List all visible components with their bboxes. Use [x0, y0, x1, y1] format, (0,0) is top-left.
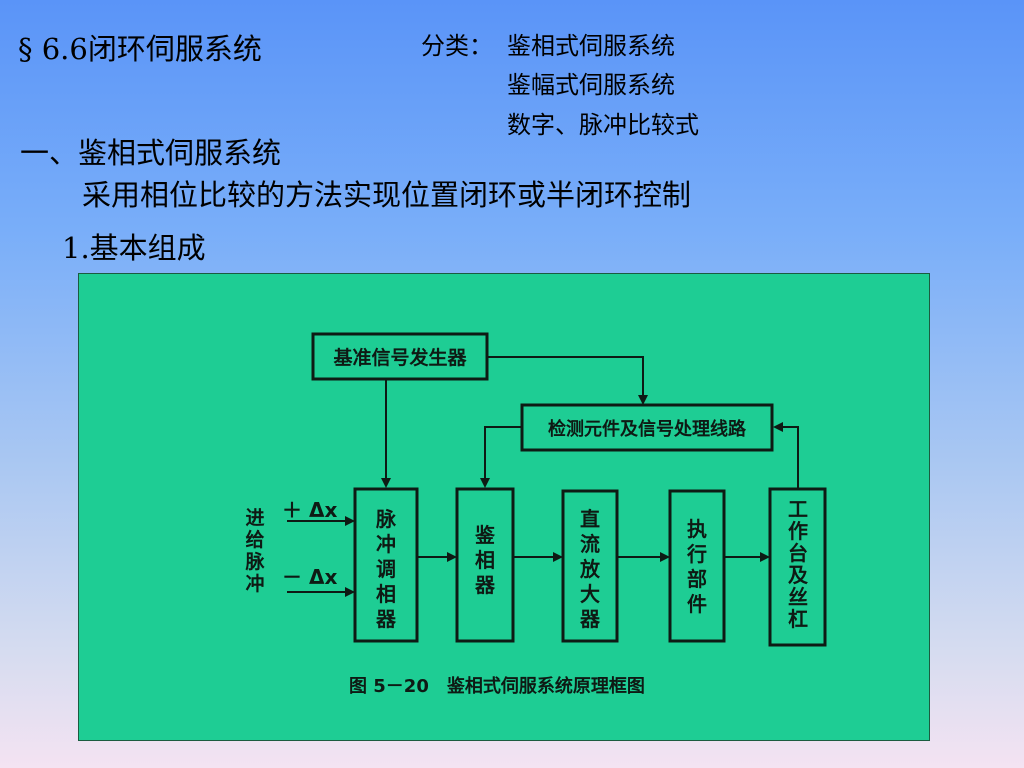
vertical-label-char: 丝: [788, 585, 808, 609]
phase-detector-label: 鉴相器: [474, 523, 496, 597]
slide-title: § 6.6闭环伺服系统: [18, 32, 262, 66]
vertical-label-char: 放: [579, 557, 601, 581]
section-heading: 一、鉴相式伺服系统: [20, 136, 282, 170]
table-to-detector-line: [781, 426, 799, 489]
block-diagram-panel: 基准信号发生器 检测元件及信号处理线路 脉冲调相器 鉴相器 直流放大器 执行部件…: [78, 273, 930, 741]
vertical-label-char: 工: [788, 497, 808, 521]
ref-to-detector-line: [487, 356, 644, 398]
vertical-label-char: 及: [788, 563, 809, 587]
diagram-caption: 图 5－20 鉴相式伺服系统原理框图: [349, 675, 645, 697]
vertical-label-char: 器: [579, 607, 601, 631]
actuator-block: [668, 489, 726, 643]
vertical-label-char: 脉: [244, 550, 265, 573]
phase-detector-block: [455, 487, 515, 643]
vertical-label-char: 部: [687, 567, 707, 591]
arrow-head: [773, 422, 783, 432]
vertical-label-char: 流: [580, 532, 600, 556]
vertical-label-char: 行: [686, 542, 707, 566]
vertical-label-char: 作: [788, 519, 808, 543]
arrow-head: [345, 587, 355, 597]
vertical-label-char: 相: [475, 548, 495, 572]
arrow-head: [345, 516, 355, 526]
arrow-head: [553, 552, 563, 562]
vertical-label-char: 直: [580, 507, 600, 531]
vertical-label-char: 大: [580, 582, 600, 606]
vertical-label-char: 冲: [245, 572, 264, 595]
arrow-head: [760, 552, 770, 562]
classification-label: 分类：: [421, 32, 493, 60]
reference-generator-label: 基准信号发生器: [332, 346, 467, 369]
detector-label: 检测元件及信号处理线路: [548, 418, 747, 440]
vertical-label-char: 相: [376, 582, 396, 606]
vertical-label-char: 鉴: [474, 523, 496, 547]
dc-amplifier-block: [561, 489, 619, 643]
classification-item: 数字、脉冲比较式: [507, 111, 699, 139]
vertical-label-char: 台: [788, 541, 808, 565]
plus-input-label: ＋ Δx: [282, 498, 337, 522]
section-description: 采用相位比较的方法实现位置闭环或半闭环控制: [82, 178, 692, 212]
vertical-label-char: 件: [687, 592, 707, 616]
vertical-label-char: 器: [474, 573, 496, 597]
arrow-head: [447, 552, 457, 562]
minus-input-label: － Δx: [282, 565, 337, 589]
vertical-label-char: 脉: [375, 507, 397, 531]
vertical-label-char: 给: [245, 528, 264, 551]
classification-item: 鉴相式伺服系统: [507, 32, 675, 60]
arrow-head: [638, 395, 648, 405]
arrow-head: [381, 478, 391, 488]
vertical-label-char: 执: [687, 517, 707, 541]
classification-item: 鉴幅式伺服系统: [507, 71, 675, 99]
pulse-phase-modulator-block: [353, 487, 419, 643]
vertical-label-char: 器: [375, 607, 397, 631]
vertical-label-char: 杠: [788, 607, 808, 631]
detector-to-phase-detector-line: [484, 426, 522, 479]
vertical-label-char: 进: [245, 507, 264, 529]
arrow-head: [480, 478, 490, 488]
vertical-label-char: 冲: [376, 532, 396, 556]
arrow-head: [660, 552, 670, 562]
vertical-label-char: 调: [376, 557, 396, 581]
sub-heading: 1.基本组成: [62, 231, 206, 265]
